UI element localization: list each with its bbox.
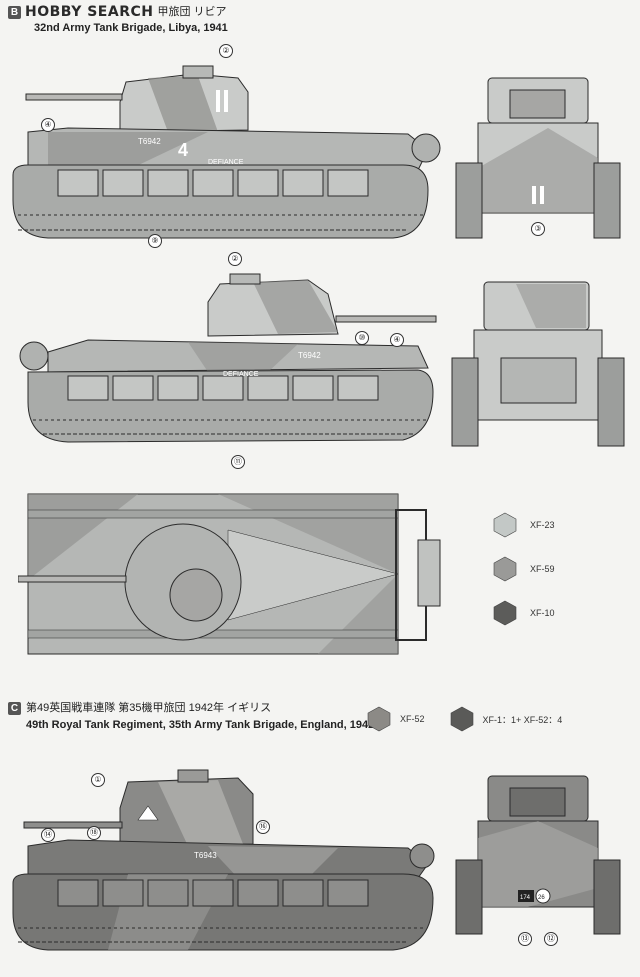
- callout-c-18: ⑱: [87, 826, 101, 840]
- callout-c-1: ①: [91, 773, 105, 787]
- section-b-title-en: 32nd Army Tank Brigade, Libya, 1941: [34, 22, 228, 34]
- callout-c-12: ⑫: [544, 932, 558, 946]
- section-c-title-jp: 第49英国戦車連隊 第35機甲旅団 1942年 イギリス: [26, 702, 272, 714]
- paint-code-1: XF-23: [530, 520, 555, 530]
- swatch-c-1: [367, 706, 391, 732]
- callout-b-3: ③: [531, 222, 545, 236]
- section-b-header: B HOBBY SEARCH 甲旅団 リビア 32nd Army Tank Br…: [8, 4, 228, 35]
- swatch-c-2: [450, 706, 473, 732]
- hex-swatch-icon: [493, 512, 517, 538]
- callout-b-2-top: ②: [219, 44, 233, 58]
- section-c-letter: C: [8, 702, 21, 715]
- callout-c-16: ⑯: [256, 820, 270, 834]
- callout-c-14: ⑭: [41, 828, 55, 842]
- swatch-3: [493, 600, 517, 626]
- hex-swatch-icon: [493, 600, 517, 626]
- palette-b-item-1: XF-23: [492, 510, 555, 540]
- paint-code-3: XF-10: [530, 608, 555, 618]
- palette-c: XF-52 XF-1：1+ XF-52：4: [366, 706, 562, 732]
- callout-b-2-mid: ②: [228, 252, 242, 266]
- plate-right-marking: 26: [538, 895, 545, 901]
- tank-b-top-view: [18, 493, 441, 655]
- hex-swatch-icon: [450, 706, 473, 732]
- swatch-2: [493, 556, 517, 582]
- section-b-letter: B: [8, 5, 21, 19]
- watermark: HOBBY SEARCH: [25, 4, 154, 20]
- paint-code-2: XF-59: [530, 564, 555, 574]
- paint-code-c-1: XF-52: [400, 714, 425, 724]
- callout-b-4-right: ④: [390, 333, 404, 347]
- palette-b: XF-23 XF-59 XF-10: [492, 510, 555, 628]
- name-marking: DEFIANCE: [208, 159, 244, 166]
- hex-swatch-icon: [493, 556, 517, 582]
- plate-left-marking: 174: [520, 895, 531, 901]
- palette-b-item-2: XF-59: [492, 554, 555, 584]
- tank-c-side-view: T6943: [12, 769, 435, 951]
- section-c-header: C 第49英国戦車連隊 第35機甲旅団 1942年 イギリス 49th Roya…: [8, 702, 374, 732]
- callout-b-4-left: ④: [41, 118, 55, 132]
- tank-c-front-view: 174 26: [455, 775, 621, 935]
- callout-b-9: ⑨: [148, 234, 162, 248]
- turret-number-marking: 4: [178, 140, 188, 160]
- paint-code-c-2: XF-1：1+ XF-52：4: [482, 714, 563, 725]
- tank-b-left-side-view: T6942 DEFIANCE 4: [12, 65, 441, 239]
- callout-b-10: ⑩: [355, 331, 369, 345]
- callout-b-11: ⑪: [231, 455, 245, 469]
- tank-b-front-view: [455, 77, 621, 239]
- serial-marking-c: T6943: [194, 851, 217, 860]
- palette-b-item-3: XF-10: [492, 598, 555, 628]
- name-marking-right: DEFIANCE: [223, 371, 259, 378]
- tank-b-right-side-view: DEFIANCE T6942: [19, 273, 437, 443]
- tank-b-rear-view: [451, 281, 625, 447]
- section-b-title-jp: 甲旅団 リビア: [157, 5, 227, 18]
- swatch-1: [493, 512, 517, 538]
- callout-c-13: ⑬: [518, 932, 532, 946]
- hex-swatch-icon: [367, 706, 391, 732]
- serial-marking-right: T6942: [298, 351, 321, 360]
- serial-marking: T6942: [138, 137, 161, 146]
- section-c-title-en: 49th Royal Tank Regiment, 35th Army Tank…: [26, 719, 375, 731]
